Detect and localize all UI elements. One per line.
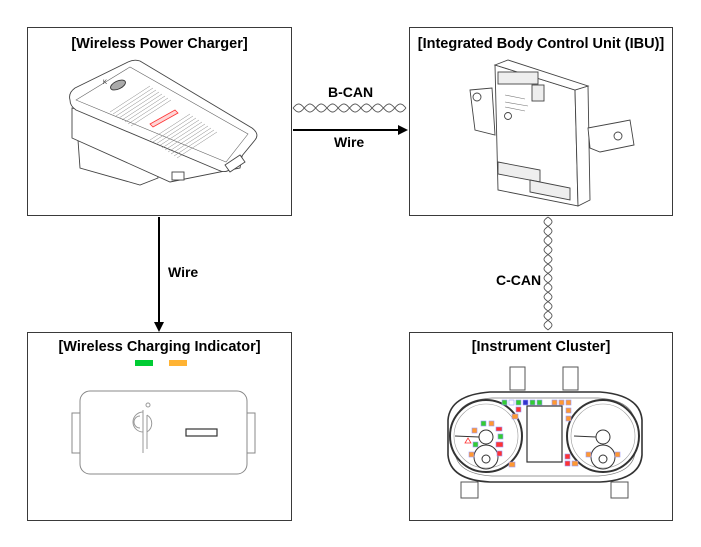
wire-label-horizontal: Wire: [334, 134, 365, 150]
indicator-slot: [185, 428, 218, 437]
wireless-charging-indicator-illustration: [71, 360, 256, 475]
ibu-title: [Integrated Body Control Unit (IBU)]: [417, 36, 665, 52]
wireless-power-charger-illustration: K: [69, 59, 258, 186]
c-can-twisted-pair: [543, 216, 553, 331]
wireless-charging-indicator-title: [Wireless Charging Indicator]: [58, 339, 261, 355]
charging-indicator-color-green: [135, 360, 153, 366]
instrument-cluster-title: [Instrument Cluster]: [471, 339, 611, 355]
b-can-twisted-pair: [292, 103, 407, 113]
standby-indicator-color-orange: [169, 360, 187, 366]
ibu-illustration: [469, 59, 635, 207]
b-can-label: B-CAN: [328, 84, 374, 100]
c-can-label: C-CAN: [496, 272, 542, 288]
svg-text:K: K: [103, 80, 107, 86]
wireless-power-charger-title: [Wireless Power Charger]: [71, 36, 248, 52]
instrument-cluster-illustration: [447, 366, 643, 499]
wire-label-vertical: Wire: [168, 264, 199, 280]
qi-wireless-icon: [132, 402, 153, 453]
wireless-power-charger-box: [Wireless Power Charger]: [27, 27, 292, 216]
